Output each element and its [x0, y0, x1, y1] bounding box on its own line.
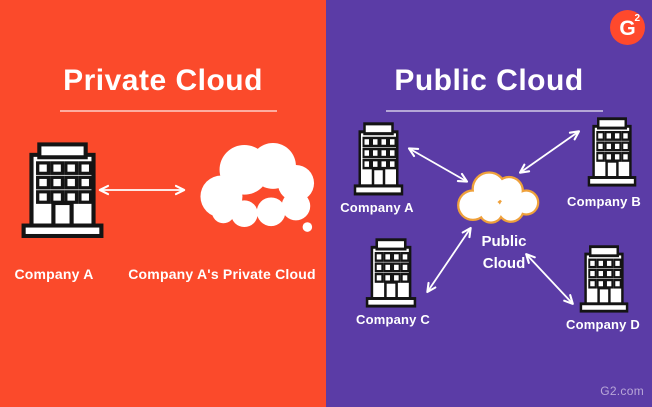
company-a-building-icon-public — [353, 122, 404, 196]
public-cloud-caption-line1: Public — [481, 233, 527, 250]
private-cloud-label: Company A's Private Cloud — [128, 266, 316, 282]
public-cloud-caption: Public Cloud — [454, 231, 554, 275]
public-cloud-icon — [457, 171, 540, 224]
g2-logo-letter: G — [619, 16, 636, 40]
public-company-d-label: Company D — [565, 317, 641, 332]
g2com-watermark: G2.com — [600, 384, 644, 398]
public-company-c-label: Company C — [355, 312, 431, 327]
private-cloud-panel: Private Cloud Company A Company A's Priv… — [0, 0, 326, 407]
public-cloud-caption-line2: Cloud — [482, 255, 526, 272]
public-title-underline — [386, 110, 603, 112]
public-company-a-label: Company A — [340, 200, 414, 215]
company-a-building-icon — [17, 142, 108, 240]
public-company-b-label: Company B — [566, 194, 642, 209]
private-title-underline — [60, 110, 277, 112]
g2-logo: G 2 — [610, 10, 645, 45]
public-cloud-panel: Public Cloud — [326, 0, 652, 407]
g2-logo-superscript: 2 — [634, 13, 640, 24]
company-d-building-icon — [579, 245, 629, 313]
company-b-building-icon — [587, 117, 637, 187]
thought-cloud-icon — [200, 143, 315, 232]
public-cloud-title: Public Cloud — [394, 64, 584, 97]
company-a-label: Company A — [14, 266, 94, 282]
private-cloud-title: Private Cloud — [63, 64, 263, 97]
company-c-building-icon — [365, 238, 417, 308]
